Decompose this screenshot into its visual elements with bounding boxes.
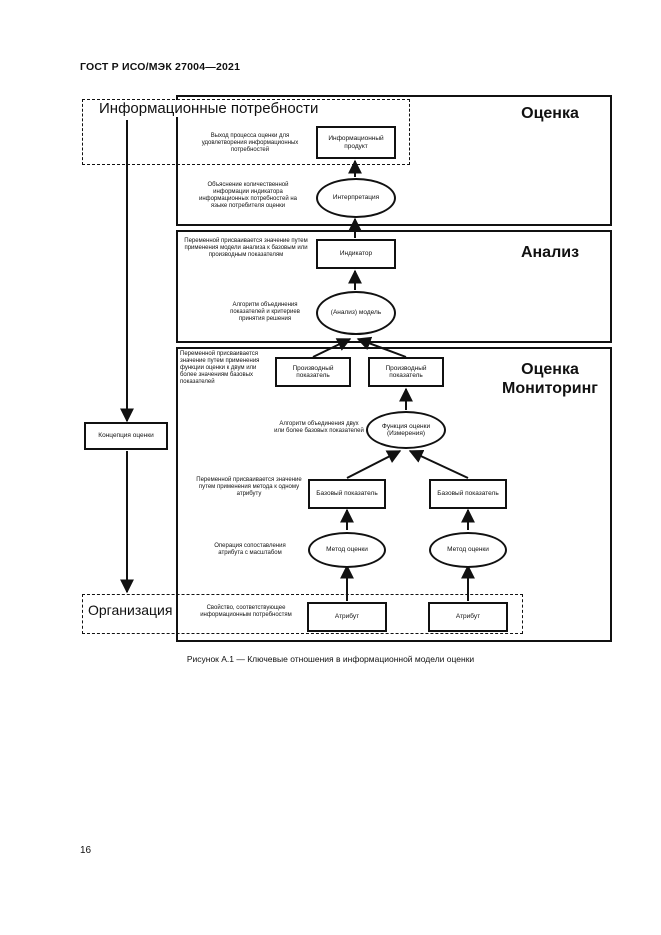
info-needs-region: [82, 99, 410, 165]
section-monitoring-title-line1: Оценка: [521, 361, 579, 378]
section-ocenka-title: Оценка: [521, 105, 579, 122]
base-indicator-2: Базовый показатель: [429, 479, 507, 509]
method-ellipse-2: Метод оценки: [429, 532, 507, 568]
assessment-concept-box: Концепция оценки: [84, 422, 168, 450]
base-var-note: Переменной присваивается значение путем …: [196, 477, 302, 497]
interpretation-note: Объяснение количественной информации инд…: [198, 182, 298, 209]
info-product-box: Информационный продукт: [316, 126, 396, 159]
organization-region: [82, 594, 523, 634]
indicator-box: Индикатор: [316, 239, 396, 269]
property-note: Свойство, соответствующее информационным…: [200, 605, 292, 618]
derived-indicator-1: Производный показатель: [275, 357, 351, 387]
figure-caption: Рисунок А.1 — Ключевые отношения в инфор…: [186, 654, 475, 664]
analysis-algorithm-note: Алгоритм объединения показателей и крите…: [230, 302, 300, 322]
section-analiz-title: Анализ: [520, 244, 580, 261]
section-monitoring-title-line2: Мониторинг: [502, 380, 598, 397]
combine-algorithm-note: Алгоритм объединения двух или более базо…: [274, 421, 364, 434]
assessment-function-ellipse: Функция оценки (Измерения): [366, 411, 446, 449]
section-ocenka-frame: [176, 95, 612, 226]
base-indicator-1: Базовый показатель: [308, 479, 386, 509]
organization-label: Организация: [88, 602, 173, 618]
method-ellipse-1: Метод оценки: [308, 532, 386, 568]
attribute-box-1: Атрибут: [307, 602, 387, 632]
derived-indicator-2: Производный показатель: [368, 357, 444, 387]
section-monitoring-frame: [176, 347, 612, 642]
operation-note: Операция сопоставления атрибута с масшта…: [214, 543, 286, 556]
attribute-box-2: Атрибут: [428, 602, 508, 632]
process-output-note: Выход процесса оценки для удовлетворения…: [201, 133, 299, 153]
analysis-model-ellipse: (Анализ) модель: [316, 291, 396, 335]
document-header: ГОСТ Р ИСО/МЭК 27004—2021: [80, 61, 241, 73]
info-needs-label: Информационные потребности: [96, 100, 322, 117]
indicator-note: Переменной присваивается значение путем …: [184, 238, 308, 258]
page-number: 16: [80, 845, 92, 856]
section-analiz-frame: [176, 230, 612, 343]
interpretation-ellipse: Интерпретация: [316, 178, 396, 218]
derived-var-note: Переменной присваивается значение путем …: [180, 351, 260, 385]
